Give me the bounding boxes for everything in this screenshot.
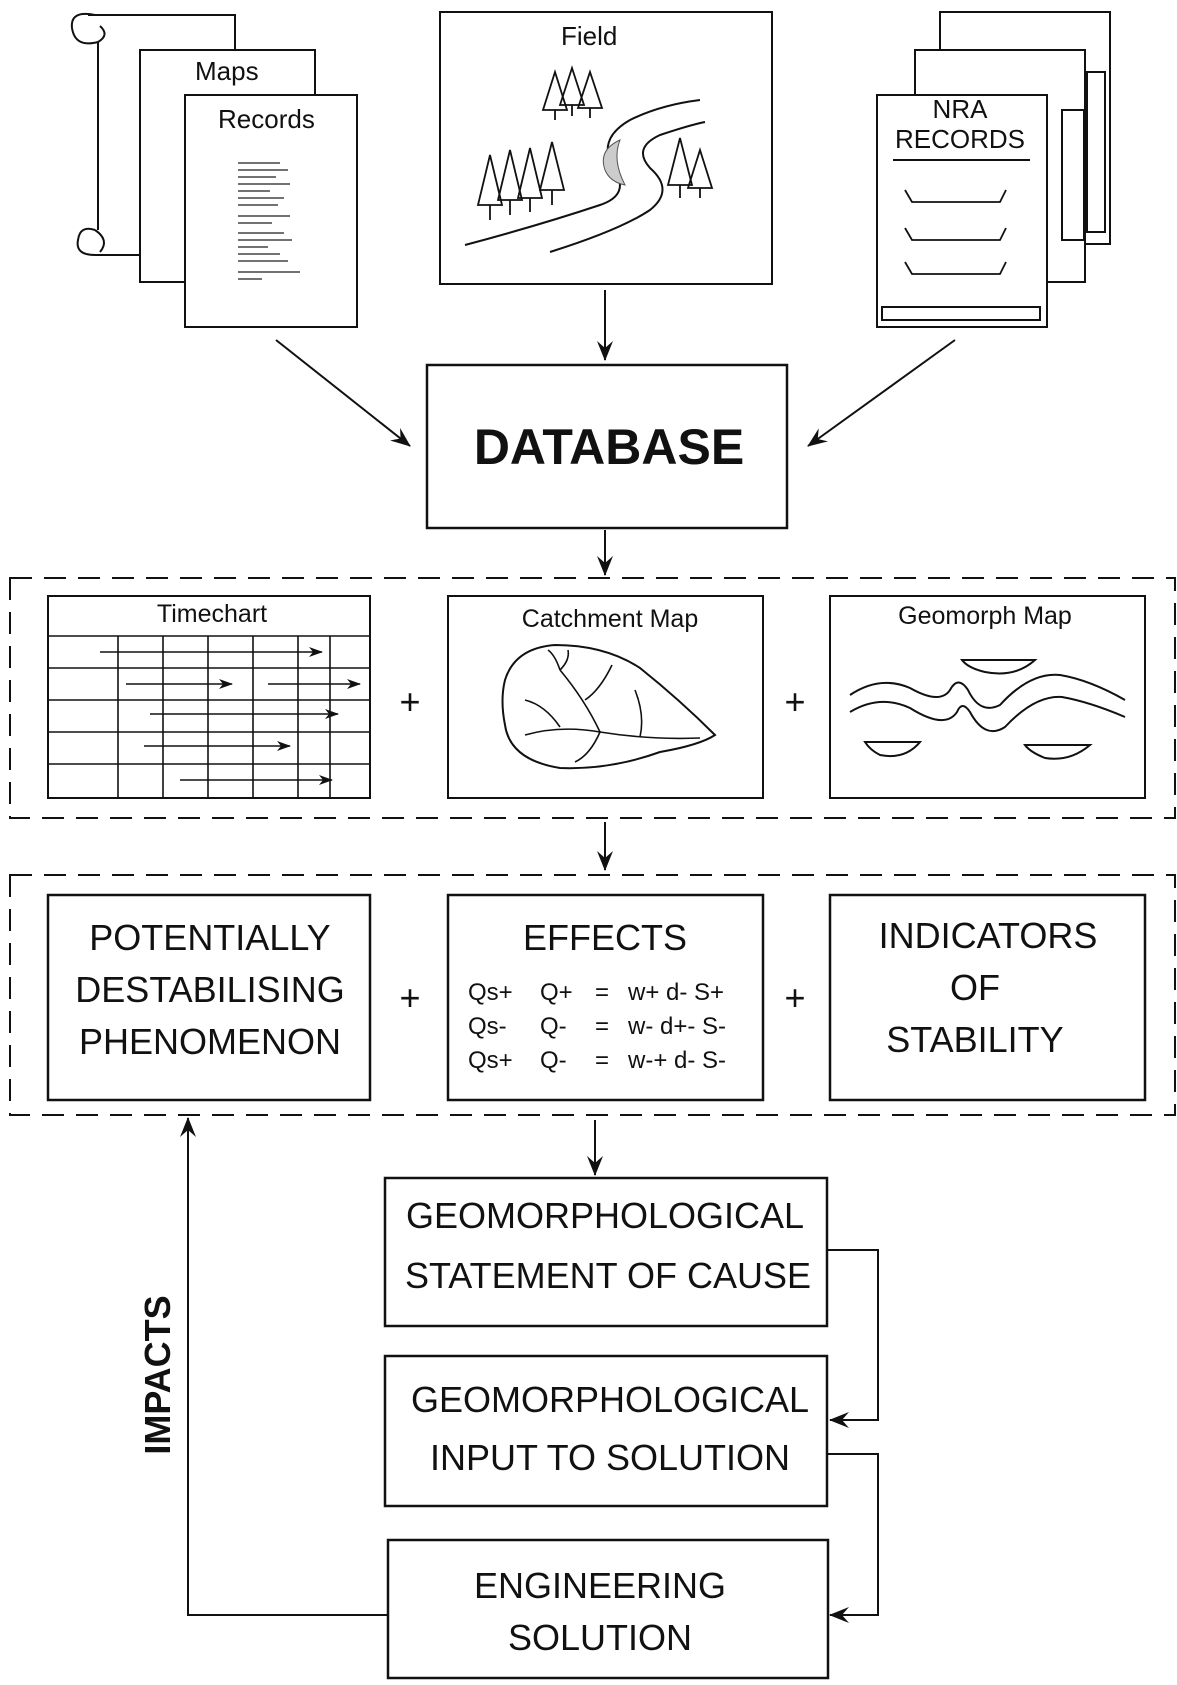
geomorph-map-label: Geomorph Map bbox=[898, 602, 1072, 630]
eq3-q: Q- bbox=[540, 1047, 567, 1074]
maps-row-plus-2: + bbox=[784, 681, 805, 722]
engineering-line-2: SOLUTION bbox=[508, 1617, 692, 1658]
eq2-q: Q- bbox=[540, 1013, 567, 1040]
analysis-row-plus-1: + bbox=[399, 977, 420, 1018]
database-label: DATABASE bbox=[474, 419, 744, 475]
geomorph-map-panel bbox=[829, 595, 1146, 799]
maps-row-plus-1: + bbox=[399, 681, 420, 722]
eq3-qs: Qs+ bbox=[468, 1047, 513, 1074]
arrow-statement-to-input bbox=[827, 1249, 879, 1428]
phenomenon-line-3: PHENOMENON bbox=[79, 1021, 341, 1062]
trees-top bbox=[541, 65, 604, 120]
geomorph-bar-right bbox=[1023, 744, 1093, 760]
eq1-qs: Qs+ bbox=[468, 979, 513, 1006]
eq1-eq: = bbox=[595, 979, 609, 1006]
geomorph-bar-top bbox=[959, 659, 1038, 675]
river-sandbar bbox=[602, 139, 626, 186]
field-box bbox=[439, 11, 773, 285]
eq1-rhs: w+ d- S+ bbox=[627, 979, 724, 1006]
indicators-box bbox=[828, 893, 1147, 1102]
nra-records-source bbox=[876, 11, 1111, 328]
input-line-1: GEOMORPHOLOGICAL bbox=[411, 1379, 809, 1420]
records-sheet bbox=[184, 94, 358, 328]
eq3-rhs: w-+ d- S- bbox=[627, 1047, 726, 1074]
phenomenon-line-2: DESTABILISING bbox=[75, 969, 344, 1010]
indicators-line-1: INDICATORS bbox=[879, 915, 1098, 956]
phenomenon-line-1: POTENTIALLY bbox=[89, 917, 330, 958]
indicators-line-3: STABILITY bbox=[886, 1019, 1063, 1060]
nra-label-line2: RECORDS bbox=[895, 124, 1025, 154]
input-box bbox=[383, 1354, 829, 1508]
geomorph-bank-lower bbox=[849, 695, 1126, 732]
effects-equation-2: Qs- Q- = w- d+- S- bbox=[468, 1013, 726, 1040]
nra-label-line1: NRA bbox=[933, 94, 989, 124]
catchment-map-panel bbox=[447, 595, 764, 799]
records-label: Records bbox=[218, 104, 315, 134]
indicators-line-2: OF bbox=[950, 967, 1000, 1008]
timechart-label: Timechart bbox=[157, 600, 267, 628]
statement-line-1: GEOMORPHOLOGICAL bbox=[406, 1195, 804, 1236]
input-line-2: INPUT TO SOLUTION bbox=[430, 1437, 790, 1478]
eq1-q: Q+ bbox=[540, 979, 573, 1006]
maps-row-group bbox=[9, 577, 1176, 819]
timechart-bars bbox=[100, 647, 361, 785]
statement-line-2: STATEMENT OF CAUSE bbox=[405, 1255, 811, 1296]
trees-left bbox=[476, 141, 566, 220]
nra-form-lines bbox=[904, 189, 1007, 275]
scroll-bottom-curl bbox=[94, 229, 105, 253]
catchment-map-label: Catchment Map bbox=[522, 605, 698, 633]
maps-records-source bbox=[70, 12, 358, 328]
records-text-lines bbox=[238, 162, 300, 280]
eq2-eq: = bbox=[595, 1013, 609, 1040]
effects-equation-3: Qs+ Q- = w-+ d- S- bbox=[468, 1047, 726, 1074]
arrow-impacts-feedback bbox=[180, 1117, 388, 1616]
arrow-nra-to-database bbox=[807, 339, 956, 447]
river-bank-right bbox=[549, 121, 706, 253]
timechart-panel bbox=[47, 595, 371, 799]
analysis-row-plus-2: + bbox=[784, 977, 805, 1018]
eq3-eq: = bbox=[595, 1047, 609, 1074]
timechart-grid bbox=[48, 635, 370, 798]
database-box bbox=[425, 363, 789, 530]
trees-right bbox=[666, 137, 714, 198]
geomorph-bank-upper bbox=[849, 673, 1126, 709]
catchment-drainage bbox=[524, 649, 701, 763]
scroll-top-curl bbox=[70, 12, 106, 45]
field-label: Field bbox=[561, 21, 617, 51]
effects-box bbox=[446, 893, 765, 1102]
impacts-label: IMPACTS bbox=[137, 1295, 178, 1454]
effects-title: EFFECTS bbox=[523, 917, 687, 958]
catchment-outline bbox=[501, 643, 717, 770]
arrow-records-to-database bbox=[275, 339, 411, 447]
field-source bbox=[439, 11, 773, 285]
analysis-row-group bbox=[9, 874, 1176, 1116]
statement-box bbox=[383, 1176, 829, 1328]
maps-label: Maps bbox=[195, 56, 259, 86]
effects-equation-1: Qs+ Q+ = w+ d- S+ bbox=[468, 979, 724, 1006]
phenomenon-box bbox=[46, 893, 372, 1102]
arrow-input-to-engineering bbox=[827, 1453, 879, 1623]
eq2-qs: Qs- bbox=[468, 1013, 507, 1040]
engineering-line-1: ENGINEERING bbox=[474, 1565, 726, 1606]
engineering-box bbox=[386, 1538, 830, 1680]
eq2-rhs: w- d+- S- bbox=[627, 1013, 726, 1040]
geomorph-bar-left bbox=[863, 741, 923, 758]
